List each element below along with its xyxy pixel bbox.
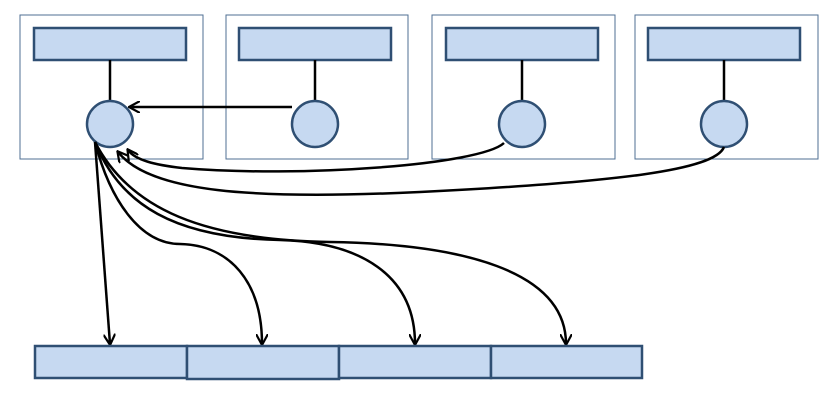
panel-1-header [32,26,188,62]
panel-2-header [237,26,393,62]
arrow-node1-to-segment4 [93,141,566,344]
arrow-node1-to-segment2 [93,141,262,344]
arrow-node3-to-node1 [128,142,505,173]
node-3 [497,99,547,149]
segment-2 [185,344,341,381]
node-1 [85,99,135,149]
node-4 [699,99,749,149]
segment-1 [33,344,189,380]
incoming-arrows [118,107,726,197]
arrow-node4-to-node1 [118,146,726,197]
panel-4 [634,14,819,160]
panel-4-header [646,26,802,62]
bottom-bar [33,344,644,381]
segment-3 [337,344,493,380]
panel-1 [19,14,204,160]
panel-3 [431,14,616,160]
segment-4 [489,344,644,380]
outgoing-arrows [93,141,566,344]
arrow-node1-to-segment1 [93,141,110,344]
node-2 [290,99,340,149]
panel-2 [225,14,409,160]
panel-3-header [444,26,600,62]
